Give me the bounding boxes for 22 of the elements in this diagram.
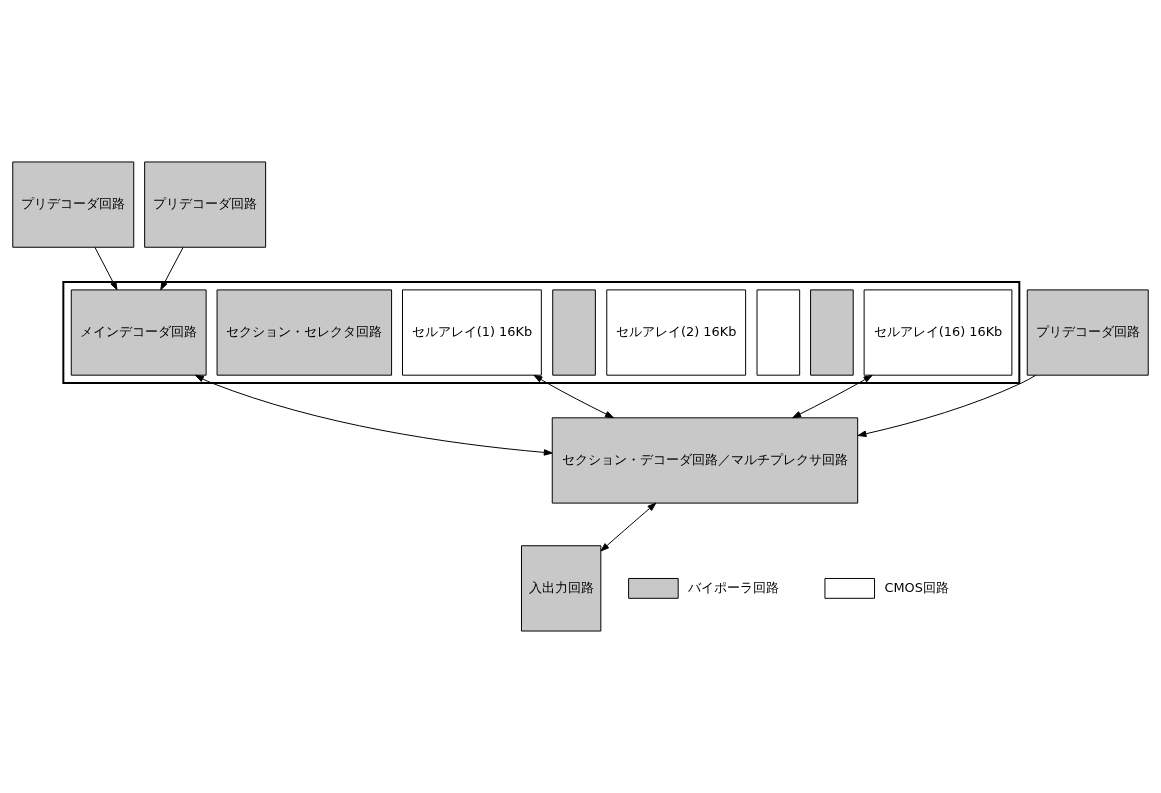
node-box: 入出力回路 xyxy=(521,545,602,632)
node-box: プリデコーダ回路 xyxy=(12,161,135,248)
legend-label: CMOS回路 xyxy=(884,579,949,595)
node-box: セクション・セレクタ回路 xyxy=(216,289,393,376)
node-box xyxy=(552,289,596,376)
arrow xyxy=(194,374,553,456)
legend-label: バイポーラ回路 xyxy=(688,579,780,595)
node-box: セルアレイ(2) 16Kb xyxy=(606,289,747,376)
node-box: プリデコーダ回路 xyxy=(1026,289,1149,376)
arrow xyxy=(94,247,118,291)
arrow xyxy=(857,374,1037,437)
arrow xyxy=(792,374,873,419)
node-box: メインデコーダ回路 xyxy=(70,289,207,376)
arrow xyxy=(533,374,614,419)
node-box: セルアレイ(16) 16Kb xyxy=(863,289,1013,376)
node-box: セルアレイ(1) 16Kb xyxy=(402,289,542,376)
arrow xyxy=(160,247,184,291)
node-box: プリデコーダ回路 xyxy=(144,161,267,248)
node-box: セクション・デコーダ回路／マルチプレクサ回路 xyxy=(551,417,859,504)
arrow xyxy=(600,502,657,552)
node-box xyxy=(810,289,854,376)
node-box xyxy=(756,289,801,376)
